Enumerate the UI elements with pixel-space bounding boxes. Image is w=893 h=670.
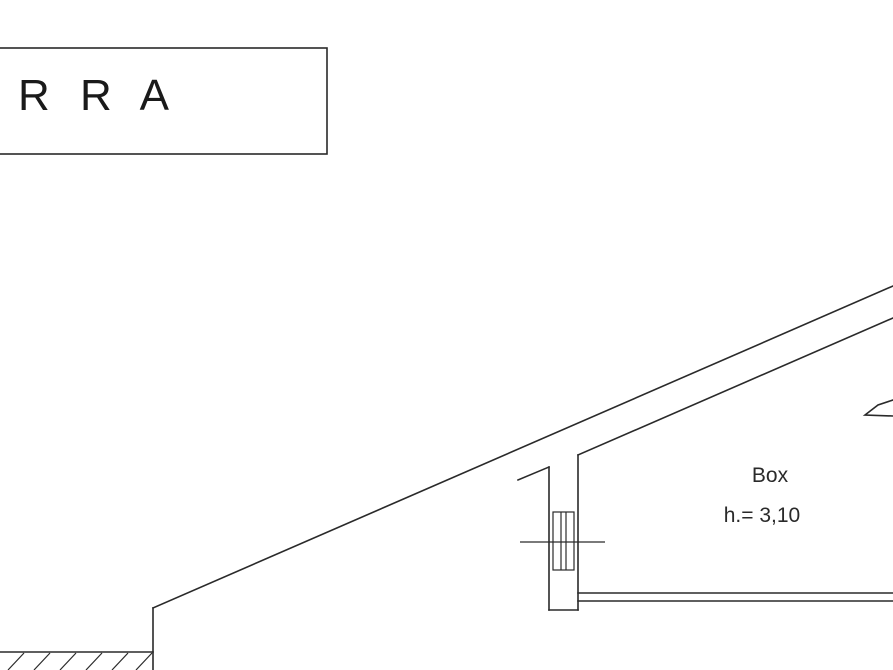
sloped-wall-outer-line [151, 285, 893, 610]
title-box-frame [0, 47, 328, 155]
room-height: h.= 3,10 [724, 504, 800, 527]
edge-symbol [862, 399, 893, 417]
title-block: R R A [0, 47, 328, 155]
bottom-wall [577, 592, 893, 602]
hatch-stroke [59, 652, 77, 670]
hatch-stroke [33, 652, 51, 670]
hatch-stroke [85, 652, 103, 670]
sloped-wall [151, 285, 893, 610]
partition-wall [520, 454, 605, 611]
ground-hatch [0, 651, 154, 670]
sloped-wall-inner-stub [516, 465, 551, 482]
hatch-stroke [111, 652, 129, 670]
sloped-wall-inner-line [576, 317, 893, 457]
hatch-stroke [135, 652, 153, 670]
room-name: Box [752, 464, 789, 487]
door-frame [552, 511, 575, 571]
room-label: Box h.= 3,10 [724, 464, 800, 527]
title-text: R R A [18, 71, 178, 120]
hatch-stroke [7, 652, 25, 670]
